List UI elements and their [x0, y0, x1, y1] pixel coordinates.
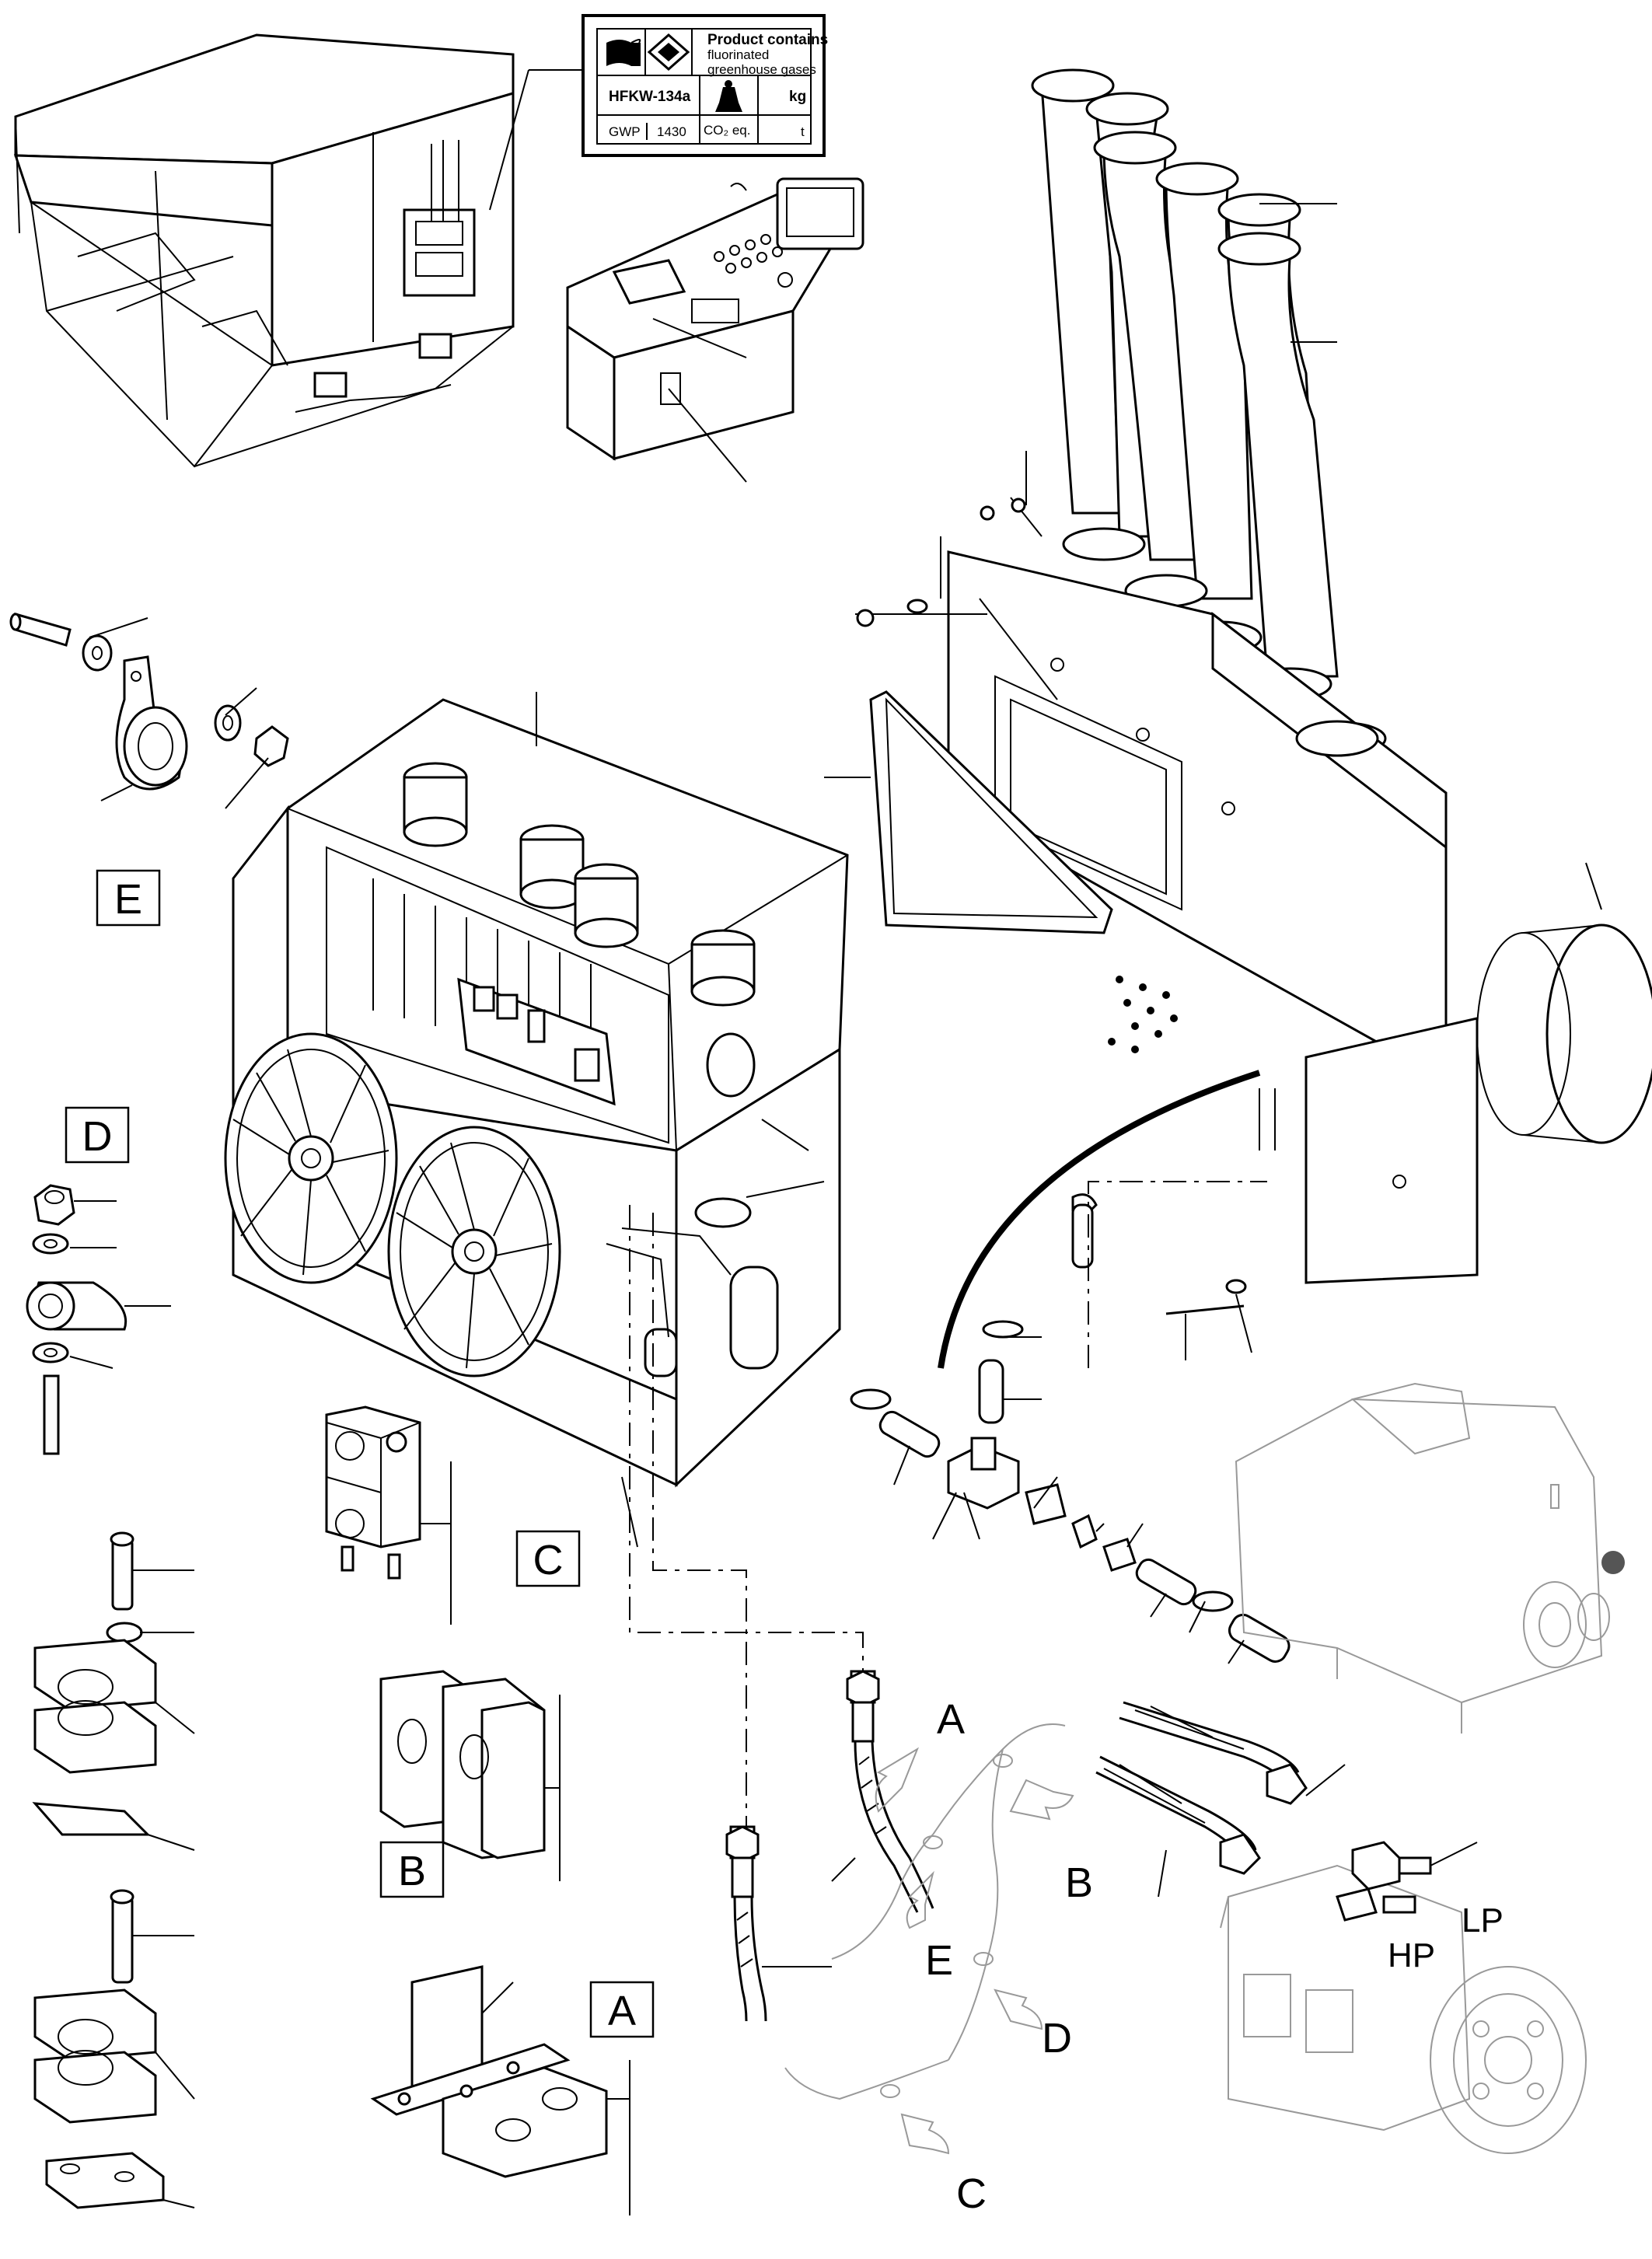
callout-box-a: A	[589, 1981, 655, 2038]
label-line-1: Product contains	[707, 32, 828, 48]
condenser-unit	[224, 692, 849, 1548]
label-line-3: greenhouse gases	[707, 62, 816, 77]
blower-motor-3	[574, 863, 639, 948]
housing-vent-dots	[1108, 976, 1178, 1053]
port-label-lp: LP	[1462, 1901, 1504, 1940]
callout-d-text: D	[82, 1113, 113, 1160]
hazard-diamond-icon	[647, 33, 690, 71]
view-marker-a: A	[937, 1696, 965, 1743]
compressor-unit	[1095, 1701, 1587, 2154]
refrigerant-hose-a	[831, 1670, 934, 1913]
callout-a-text: A	[608, 1988, 636, 2034]
blower-motor-2	[519, 824, 585, 910]
routing-lines	[629, 1181, 1267, 1827]
callout-box-b: B	[379, 1841, 445, 1898]
view-a-clamp-block	[370, 1965, 630, 2215]
callout-box-c: C	[515, 1530, 581, 1587]
view-d-parts	[26, 1184, 171, 1455]
fan-2	[387, 1126, 561, 1377]
housing-bolts	[856, 498, 1252, 1360]
pipe-clamp-set-lower	[33, 1889, 195, 2209]
blower-motor-4	[690, 929, 756, 1007]
refrigerant-type: HFKW-134a	[609, 89, 691, 105]
view-marker-e: E	[925, 1937, 953, 1984]
view-arrow-paths	[784, 1723, 1074, 2155]
console-button-panel	[714, 234, 793, 288]
evaporator-housing	[824, 451, 1652, 1369]
drain-hose-fittings	[850, 1193, 1291, 1664]
engine-grey	[1235, 1382, 1625, 1734]
gwp-label: GWP	[609, 124, 641, 139]
hose-braid-lower	[1103, 1764, 1206, 1824]
callout-b-text: B	[398, 1848, 426, 1894]
view-marker-d: D	[1042, 2015, 1072, 2062]
manual-book-icon	[606, 39, 641, 66]
callout-e-text: E	[114, 876, 142, 923]
relay-board	[457, 977, 616, 1106]
weight-icon	[715, 80, 742, 112]
callout-box-e: E	[96, 869, 161, 927]
view-b-clamp-block	[379, 1670, 561, 1881]
label-line-2: fluorinated	[707, 47, 769, 62]
blower-motor-1	[403, 762, 468, 847]
port-label-hp: HP	[1388, 1936, 1435, 1974]
mass-unit: kg	[789, 89, 806, 105]
view-marker-c: C	[956, 2170, 987, 2217]
callout-c-text: C	[533, 1537, 564, 1583]
hose-braid-upper	[1134, 1706, 1245, 1750]
refrigerant-hose-b	[725, 1825, 832, 2022]
gwp-value: 1430	[657, 124, 686, 139]
control-console-view	[566, 177, 864, 483]
co2-unit: t	[801, 124, 805, 139]
view-marker-b: B	[1065, 1859, 1093, 1906]
pipe-clamp-set-upper	[32, 1531, 195, 1851]
receiver-drier	[606, 1227, 779, 1377]
view-e-clamp-parts	[9, 613, 289, 809]
co2-label: CO₂ eq.	[704, 123, 750, 138]
fan-1	[224, 1032, 398, 1284]
refrigerant-warning-label: Product contains fluorinated greenhouse …	[582, 14, 828, 157]
air-duct-hoses	[1031, 68, 1387, 756]
cab-frame-overview	[13, 33, 591, 468]
callout-box-d: D	[65, 1106, 130, 1164]
view-c-clamp-block	[325, 1405, 452, 1625]
